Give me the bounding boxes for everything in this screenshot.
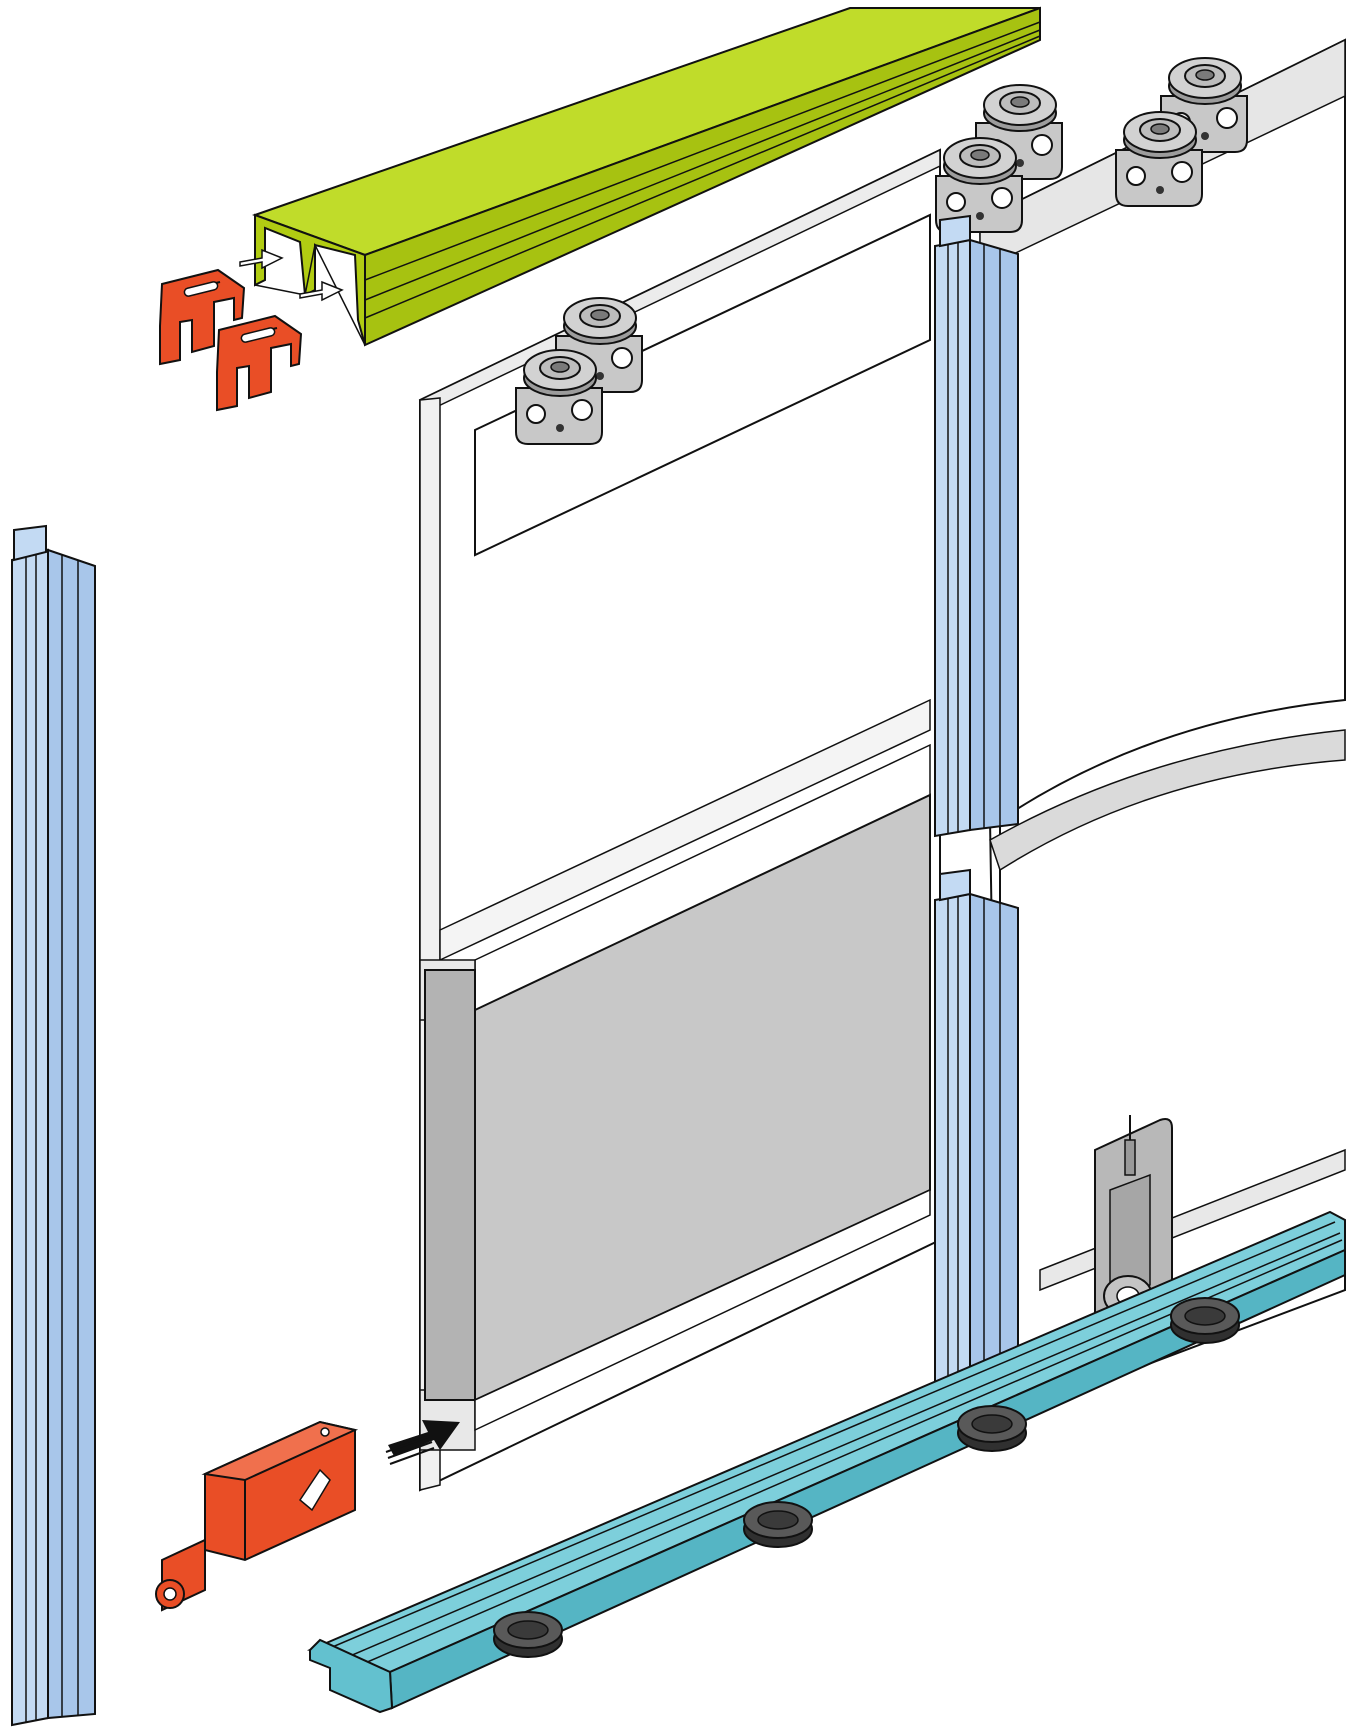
push-arrow-icon [385,1420,460,1465]
floor-bumper [743,1501,813,1548]
vertical-profile [11,524,96,1727]
floor-bumper [1170,1297,1240,1344]
top-guide-rail [252,6,1041,347]
fill-panel [424,793,931,1432]
soft-close-damper [155,1420,359,1612]
vertical-profile [934,868,1019,1388]
floor-bumper [957,1405,1027,1452]
end-clip [216,315,302,411]
bottom-track [306,1210,1346,1714]
floor-bumper [493,1611,563,1658]
vertical-profile [934,214,1019,838]
insert-arrow-icon [239,248,344,302]
